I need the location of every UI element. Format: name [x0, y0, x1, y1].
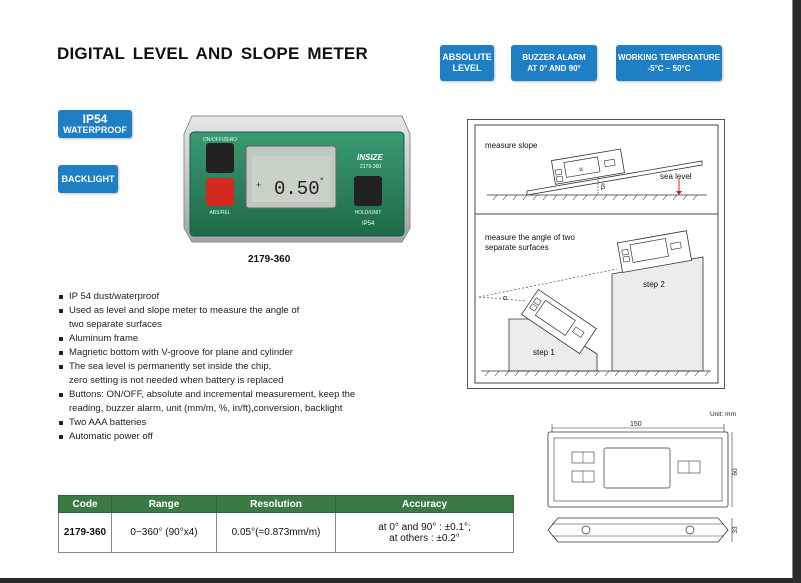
- diagram-label: measure slope: [485, 141, 538, 150]
- badge-line: AT 0° AND 90°: [527, 64, 581, 73]
- accuracy-line: at others : ±0.2°: [389, 532, 460, 544]
- lcd-value: 0.50: [274, 178, 320, 200]
- column-header: Resolution: [216, 495, 336, 513]
- column-header: Code: [58, 495, 112, 513]
- diagram-label: measure the angle of two: [485, 233, 575, 242]
- feature-item-continued: zero setting is not needed when battery …: [69, 375, 284, 386]
- backlight-badge: BACKLIGHT: [58, 165, 118, 193]
- usage-diagram: measure slope α β sea level measure the …: [467, 119, 725, 389]
- height-dimension: 60: [732, 468, 739, 476]
- badge-line: WORKING TEMPERATURE: [617, 53, 721, 62]
- step-label: step 1: [533, 348, 555, 357]
- absolute-level-badge: ABSOLUTE LEVEL: [440, 45, 494, 81]
- feature-list: IP 54 dust/waterproof Used as level and …: [58, 290, 388, 444]
- badge-line: LEVEL: [452, 63, 482, 73]
- code-cell: 2179-360: [58, 512, 112, 553]
- feature-item: Used as level and slope meter to measure…: [58, 304, 388, 318]
- on-off-button: [206, 143, 234, 173]
- beta-label: β: [601, 184, 605, 191]
- alpha-label: α: [503, 295, 507, 302]
- product-model-caption: 2179-360: [248, 254, 291, 265]
- ip-label: IP54: [362, 221, 375, 227]
- badge-line: -5°C ~ 50°C: [647, 64, 691, 73]
- sea-level-label: sea level: [660, 172, 692, 181]
- button-label: ABS/REL: [209, 210, 230, 216]
- feature-item: Magnetic bottom with V-groove for plane …: [58, 346, 388, 360]
- hold-unit-button: [354, 176, 382, 206]
- feature-item: The sea level is permanently set inside …: [58, 360, 388, 374]
- brand-logo: INSIZE: [357, 153, 383, 162]
- feature-item: Two AAA batteries: [58, 416, 388, 430]
- badge-line: BUZZER ALARM: [522, 53, 586, 62]
- accuracy-line: at 0° and 90° : ±0.1°;: [378, 521, 471, 533]
- alpha-label: α: [579, 167, 584, 174]
- badge-line: IP54: [82, 112, 108, 126]
- table-header-row: Code Range Resolution Accuracy: [58, 495, 514, 513]
- table-row: 2179-360 0~360° (90°x4) 0.05°(=0.873mm/m…: [58, 512, 514, 553]
- resolution-cell: 0.05°(=0.873mm/m): [216, 512, 336, 553]
- product-image: ON/OFF/ZERO ABS/REL HOLD/UNIT + 0.50 ° I…: [183, 115, 411, 243]
- feature-item: Buttons: ON/OFF, absolute and incrementa…: [58, 388, 388, 402]
- feature-item: Aluminum frame: [58, 332, 388, 346]
- column-header: Accuracy: [335, 495, 514, 513]
- dimension-drawing: Unit: mm 150 60 33: [547, 411, 739, 543]
- buzzer-alarm-badge: BUZZER ALARM AT 0° AND 90°: [511, 45, 597, 81]
- step-label: step 2: [643, 280, 665, 289]
- spec-table: Code Range Resolution Accuracy 2179-360 …: [58, 495, 514, 553]
- feature-item-continued: two separate surfaces: [69, 319, 162, 330]
- accuracy-cell: at 0° and 90° : ±0.1°; at others : ±0.2°: [335, 512, 514, 553]
- feature-item: IP 54 dust/waterproof: [58, 290, 388, 304]
- badge-line: WATERPROOF: [63, 125, 127, 135]
- badge-line: BACKLIGHT: [61, 173, 115, 184]
- ip54-badge: IP54 WATERPROOF: [58, 110, 132, 138]
- badge-line: ABSOLUTE: [442, 52, 492, 62]
- length-dimension: 150: [630, 421, 642, 428]
- lcd-unit: °: [320, 176, 324, 186]
- button-label: ON/OFF/ZERO: [203, 137, 237, 143]
- range-cell: 0~360° (90°x4): [111, 512, 217, 553]
- depth-dimension: 33: [732, 526, 739, 534]
- feature-item-continued: reading, buzzer alarm, unit (mm/m, %, in…: [69, 403, 343, 414]
- red-button: [206, 178, 234, 206]
- svg-text:+: +: [256, 180, 261, 190]
- button-label: HOLD/UNIT: [355, 210, 382, 216]
- diagram-label: separate surfaces: [485, 243, 549, 252]
- page-title: DIGITAL LEVEL AND SLOPE METER: [57, 44, 368, 63]
- column-header: Range: [111, 495, 217, 513]
- working-temperature-badge: WORKING TEMPERATURE -5°C ~ 50°C: [616, 45, 722, 81]
- feature-item: Automatic power off: [58, 430, 388, 444]
- product-model-label: 2179-360: [360, 164, 381, 170]
- unit-label: Unit: mm: [710, 411, 736, 418]
